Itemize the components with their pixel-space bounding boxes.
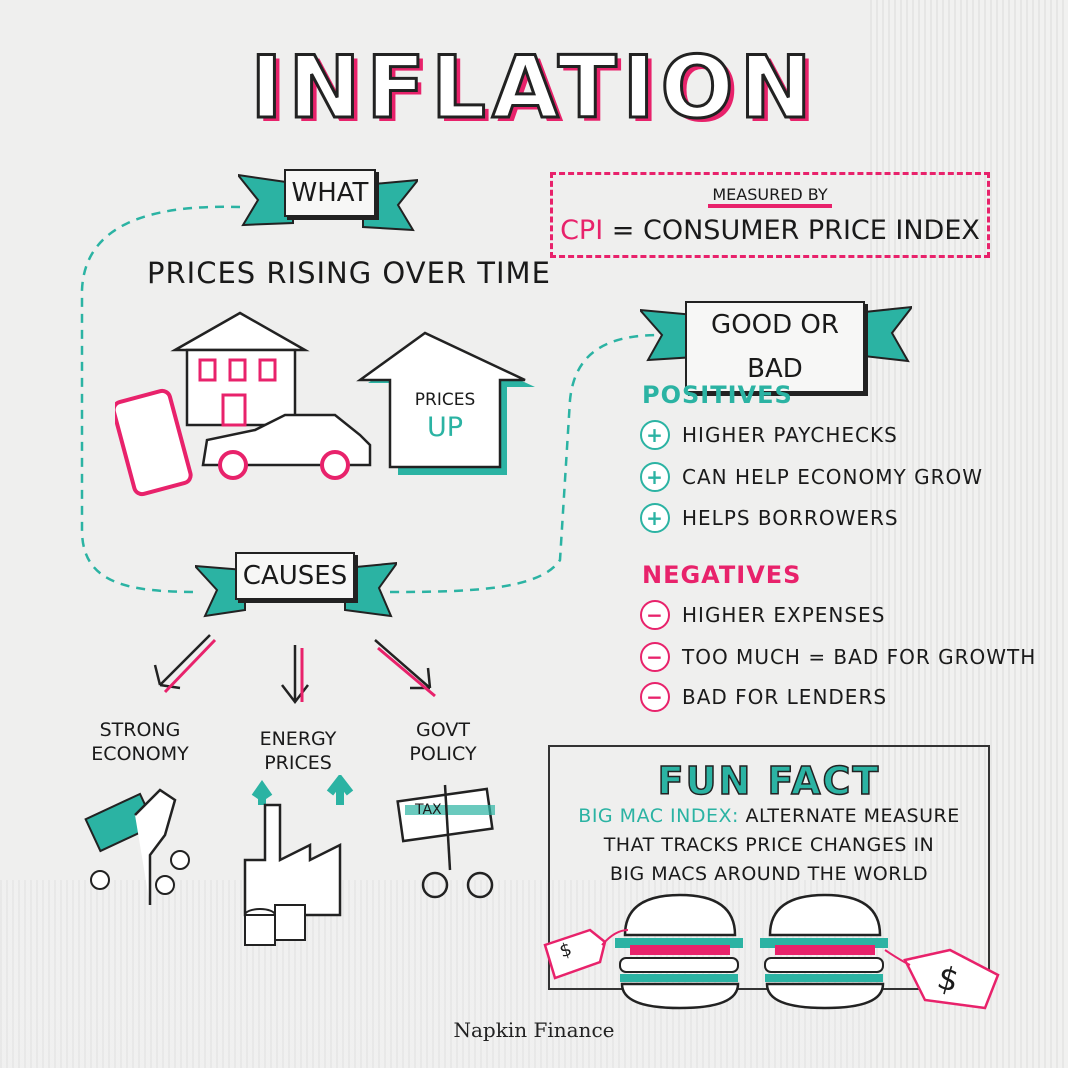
cpi-box: MEASURED BY CPI = CONSUMER PRICE INDEX — [550, 172, 990, 258]
positive-text: CAN HELP ECONOMY GROW — [682, 465, 983, 489]
negative-text: TOO MUCH = BAD FOR GROWTH — [682, 645, 1037, 669]
tax-label: TAX — [415, 802, 442, 818]
fun-fact-text: ALTERNATE MEASURE — [745, 805, 960, 827]
car-icon — [201, 413, 372, 480]
cause-arrows — [153, 634, 436, 705]
factory-icon — [243, 775, 354, 946]
cpi-definition: CPI = CONSUMER PRICE INDEX — [553, 215, 987, 246]
measured-by-text: MEASURED BY — [708, 185, 832, 208]
positive-item: + HELPS BORROWERS — [640, 503, 899, 533]
what-definition: PRICES RISING OVER TIME — [147, 256, 551, 290]
money-hand-icon — [84, 788, 190, 905]
causes-banner: CAUSES — [195, 548, 397, 620]
plus-icon: + — [640, 420, 670, 450]
cpi-full: CONSUMER PRICE INDEX — [643, 215, 980, 246]
arrow-down-icon — [281, 645, 309, 705]
napkin-texture-bottom — [0, 880, 1068, 1068]
fun-fact-line-2: THAT TRACKS PRICE CHANGES IN — [603, 834, 935, 856]
burger-icon — [615, 893, 743, 1010]
plus-icon: + — [640, 462, 670, 492]
negative-text: BAD FOR LENDERS — [682, 685, 888, 709]
minus-icon: − — [640, 600, 670, 630]
arrow-down-right-icon — [374, 639, 436, 698]
good-or-bad-banner: GOOD OR BAD — [640, 295, 912, 393]
equals-sign: = — [611, 215, 635, 246]
burgers-illustration — [543, 893, 1000, 1010]
fun-fact-line-1: BIG MAC INDEX: ALTERNATE MEASURE — [550, 805, 988, 827]
what-label: WHAT — [284, 169, 376, 217]
prices-label: PRICES — [414, 390, 476, 410]
page-title: INFLATION — [249, 37, 818, 140]
negative-item: −HIGHER EXPENSES — [640, 600, 885, 630]
what-banner: WHAT — [238, 165, 418, 235]
positive-item: + CAN HELP ECONOMY GROW — [640, 462, 983, 492]
footer-brand: Napkin Finance — [453, 1018, 615, 1042]
phone-icon — [115, 388, 193, 497]
negative-item: −BAD FOR LENDERS — [640, 682, 887, 712]
fun-fact-title: FUN FACT — [657, 758, 881, 804]
negative-text: HIGHER EXPENSES — [682, 603, 886, 627]
fun-fact-line-3: BIG MACS AROUND THE WORLD — [609, 863, 929, 885]
negative-item: −TOO MUCH = BAD FOR GROWTH — [640, 642, 1036, 672]
house-icon — [170, 311, 310, 427]
price-tag-icon — [543, 928, 629, 980]
positive-text: HELPS BORROWERS — [682, 506, 899, 530]
ribbon-icon — [195, 561, 397, 618]
minus-icon: − — [640, 682, 670, 712]
price-tag-icon — [884, 948, 1000, 1010]
burger-icon — [760, 893, 888, 1010]
negatives-title: NEGATIVES — [642, 561, 802, 589]
goods-illustration — [115, 311, 535, 497]
positives-title: POSITIVES — [642, 381, 793, 409]
cause-illustrations — [84, 775, 495, 946]
up-label: UP — [426, 412, 464, 443]
prices-up-arrow-icon — [356, 331, 535, 475]
arrow-down-left-icon — [153, 634, 217, 694]
measured-by-label: MEASURED BY — [553, 185, 987, 208]
plus-icon: + — [640, 503, 670, 533]
minus-icon: − — [640, 642, 670, 672]
good-or-bad-label: GOOD OR BAD — [685, 301, 865, 393]
big-mac-index-label: BIG MAC INDEX: — [578, 805, 739, 827]
tax-scissors-icon — [396, 784, 495, 899]
causes-label: CAUSES — [235, 552, 355, 600]
positive-item: + HIGHER PAYCHECKS — [640, 420, 898, 450]
positive-text: HIGHER PAYCHECKS — [682, 423, 898, 447]
cpi-abbr: CPI — [560, 215, 604, 246]
